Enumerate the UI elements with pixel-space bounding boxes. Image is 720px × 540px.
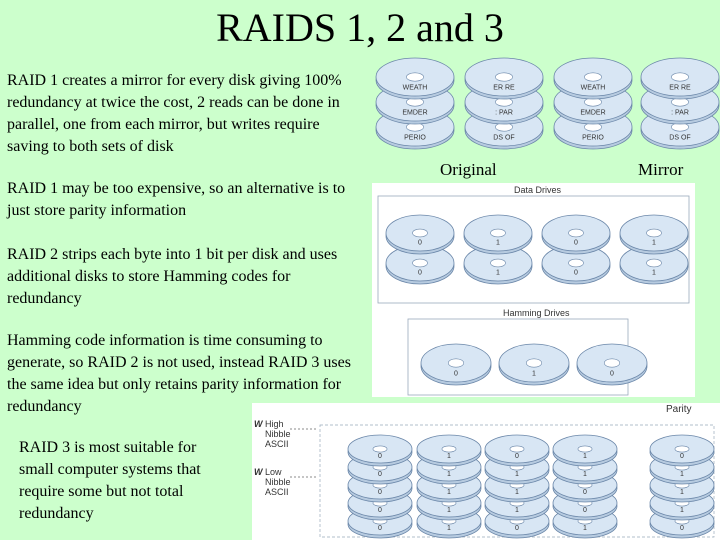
paragraph-hamming: Hamming code information is time consumi… [7,332,351,415]
high-line-1: High [265,419,284,429]
raid1-disk-3-0-label: ER RE [669,84,691,91]
raid3-disk-4-3-label: 1 [680,507,684,514]
raid3-disks: 0 0 0 0 0 1 1 1 1 1 0 1 1 1 0 1 0 0 1 1 0 1 1 1 0 [290,424,715,539]
paragraph-raid1-cost: RAID 1 may be too expensive, so an alter… [7,180,346,219]
raid2-data-disk-3-0-label: 1 [652,240,656,247]
low-line-1: Low [265,467,282,477]
raid3-disk-4-1-label: 1 [680,471,684,478]
raid3-disk-4-0: 0 [649,434,715,467]
raid3-disk-2-0-label: 0 [515,453,519,460]
raid3-disk-3-1-label: 1 [583,471,587,478]
raid3-disk-4-2-label: 1 [680,489,684,496]
high-line-2: Nibble [265,429,291,439]
raid2-data-disk-0-1-label: 0 [418,270,422,277]
raid1-disk-3-2-label: DS OF [669,134,690,141]
raid1-disk-1-2-label: DS OF [493,134,514,141]
raid2-data-disk-1-1-label: 1 [496,270,500,277]
data-drives-label: Data Drives [514,185,562,195]
w-high-label: W High Nibble ASCII [254,419,291,449]
raid2-hamming-disk-2-label: 0 [610,370,614,377]
raid3-disk-1-0: 1 [416,434,482,467]
raid1-disk-1-0-label: ER RE [493,84,515,91]
raid3-disk-1-1-label: 1 [447,471,451,478]
w-low-label: W Low Nibble ASCII [254,467,291,497]
raid1-disk-1-0: ER RE [464,57,544,100]
raid3-disk-1-4-label: 1 [447,525,451,532]
raid2-data-disk-0-0-label: 0 [418,240,422,247]
raid2-data-disk-2-0-label: 0 [574,240,578,247]
raid2-hamming-disk-1: 1 [498,343,570,386]
raid2-diagram: 0 0 1 1 0 0 1 1 0 1 0 Data Drives Hamming Drives [372,183,695,397]
raid3-disk-3-0-label: 1 [583,453,587,460]
raid2-hamming-disk-2: 0 [576,343,648,386]
raid3-disk-3-3-label: 0 [583,507,587,514]
data-drives-frame [377,195,690,304]
low-line-3: ASCII [265,487,289,497]
raid1-disk-0-2-label: PERIO [404,134,426,141]
raid1-disk-3-0: ER RE [640,57,720,100]
high-line-3: ASCII [265,439,289,449]
paragraph-raid2: RAID 2 strips each byte into 1 bit per d… [7,246,338,307]
raid2-hamming-disk-0: 0 [420,343,492,386]
raid3-disk-3-0: 1 [552,434,618,467]
raid3-disk-0-0-label: 0 [378,453,382,460]
raid3-disk-0-4-label: 0 [378,525,382,532]
caption-mirror: Mirror [638,160,684,179]
raid3-diagram: 0 0 0 0 0 1 1 1 1 1 0 1 1 1 0 1 0 0 1 1 0 1 1 1 0 Parity W High … [252,403,720,540]
raid3-disk-0-0: 0 [347,434,413,467]
raid3-disk-0-1-label: 0 [378,471,382,478]
raid3-disk-2-4-label: 0 [515,525,519,532]
raid1-disk-2-0: WEATH [553,57,633,100]
raid2-data-disk-3-1-label: 1 [652,270,656,277]
raid1-disk-0-0: WEATH [375,57,455,100]
raid3-disk-2-2-label: 1 [515,489,519,496]
raid3-disk-0-2-label: 0 [378,489,382,496]
raid1-disks: PERIO EMDER WEATH DS OF : PAR ER RE PERIO EMDER… [375,57,720,150]
raid2-data-disk-1-0: 1 [463,214,533,255]
raid3-disk-2-3-label: 1 [515,507,519,514]
raid3-disk-3-2-label: 0 [583,489,587,496]
raid2-data-disk-0-1: 0 [385,244,455,285]
raid2-data-disk-2-0: 0 [541,214,611,255]
raid2-disks: 0 0 1 1 0 0 1 1 0 1 0 [377,195,690,396]
raid3-disk-4-4-label: 0 [680,525,684,532]
raid1-diagram: PERIO EMDER WEATH DS OF : PAR ER RE PERIO EMDER… [375,53,720,158]
raid2-data-disk-1-0-label: 1 [496,240,500,247]
raid3-disk-3-4-label: 1 [583,525,587,532]
w-low-letter: W [254,467,263,477]
hamming-drives-label: Hamming Drives [503,308,570,318]
caption-original: Original [440,160,497,179]
paragraph-raid1-mirror: RAID 1 creates a mirror for every disk g… [7,72,342,155]
low-line-2: Nibble [265,477,291,487]
raid1-disk-2-1-label: EMDER [580,109,605,116]
raid2-data-disk-2-1-label: 0 [574,270,578,277]
raid3-disk-1-2-label: 1 [447,489,451,496]
raid1-disk-2-0-label: WEATH [581,84,606,91]
raid2-data-disk-2-1: 0 [541,244,611,285]
raid1-disk-1-1-label: : PAR [495,109,513,116]
raid3-disk-0-3-label: 0 [378,507,382,514]
raid3-disk-4-0-label: 0 [680,453,684,460]
raid3-disk-1-0-label: 1 [447,453,451,460]
parity-label: Parity [666,404,692,415]
paragraph-raid3: RAID 3 is most suitable for small comput… [19,439,201,522]
raid1-disk-2-2-label: PERIO [582,134,604,141]
raid2-hamming-disk-0-label: 0 [454,370,458,377]
raid2-data-disk-1-1: 1 [463,244,533,285]
raid1-disk-0-1-label: EMDER [402,109,427,116]
raid3-disk-1-3-label: 1 [447,507,451,514]
w-high-letter: W [254,419,263,429]
raid3-disk-2-1-label: 1 [515,471,519,478]
raid2-hamming-disk-1-label: 1 [532,370,536,377]
raid2-data-disk-0-0: 0 [385,214,455,255]
raid3-disk-2-0: 0 [484,434,550,467]
raid2-data-disk-3-1: 1 [619,244,689,285]
slide-title: RAIDS 1, 2 and 3 [216,5,504,50]
raid1-disk-3-1-label: : PAR [671,109,689,116]
raid1-disk-0-0-label: WEATH [403,84,428,91]
raid2-data-disk-3-0: 1 [619,214,689,255]
